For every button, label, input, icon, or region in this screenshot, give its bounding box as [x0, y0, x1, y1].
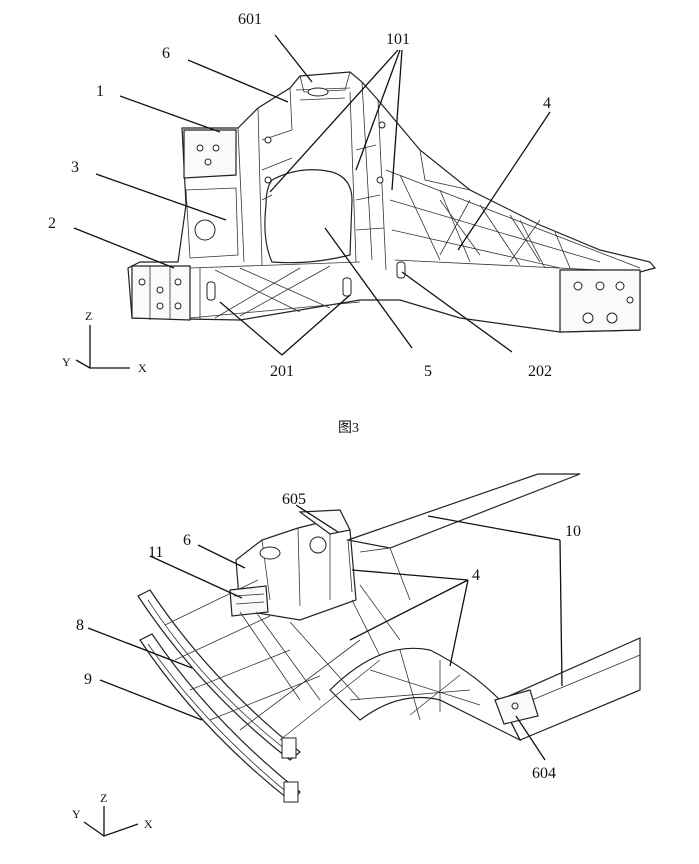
axis-triad-fig3: Z Y X [62, 309, 147, 375]
figure-caption: 图3 [338, 421, 359, 436]
ref-605: 605 [282, 491, 306, 508]
ref-3: 3 [71, 159, 79, 176]
axis-y-label: Y [62, 355, 71, 369]
ref-5: 5 [424, 363, 432, 380]
ref-4-fig4: 4 [472, 567, 480, 584]
axis-z-label: Z [85, 309, 92, 323]
figure-3: 601 6 101 1 4 3 2 201 5 202 Z Y X 图3 [48, 11, 657, 436]
leader-lines-fig3 [73, 34, 551, 356]
axis-triad-fig4: Z Y X [72, 791, 153, 837]
ref-1: 1 [96, 83, 104, 100]
ref-8: 8 [76, 617, 84, 634]
ref-202: 202 [528, 363, 552, 380]
reference-numerals-fig3: 601 6 101 1 4 3 2 201 5 202 [48, 11, 552, 380]
axis-x-label: X [138, 361, 147, 375]
ref-9: 9 [84, 671, 92, 688]
axis-y-label-fig4: Y [72, 807, 81, 821]
ref-11: 11 [148, 544, 163, 561]
ref-201: 201 [270, 363, 294, 380]
ref-601: 601 [238, 11, 262, 28]
axis-x-label-fig4: X [144, 817, 153, 831]
ref-4: 4 [543, 95, 551, 112]
ref-6: 6 [162, 45, 170, 62]
ref-604: 604 [532, 765, 556, 782]
frame-assembly-drawing [127, 71, 657, 333]
ref-10: 10 [565, 523, 581, 540]
chassis-assembly-drawing [137, 473, 641, 803]
leader-lines-fig4 [87, 504, 563, 761]
ref-101: 101 [386, 31, 410, 48]
axis-z-label-fig4: Z [100, 791, 107, 805]
ref-6-fig4: 6 [183, 532, 191, 549]
ref-2: 2 [48, 215, 56, 232]
figure-4: 605 10 6 11 4 8 9 604 Z Y X [72, 473, 641, 837]
reference-numerals-fig4: 605 10 6 11 4 8 9 604 [76, 491, 581, 782]
